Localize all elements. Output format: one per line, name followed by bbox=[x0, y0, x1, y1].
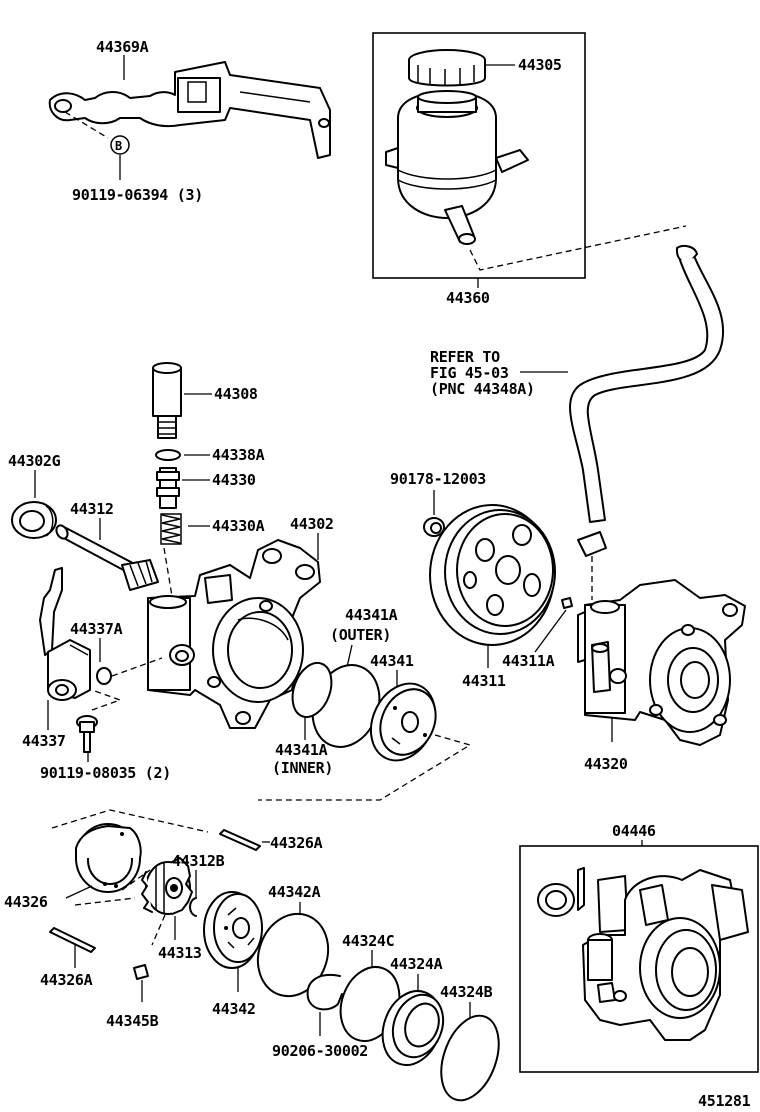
label-44341a-outer: 44341A bbox=[345, 606, 398, 624]
label-44369a: 44369A bbox=[96, 38, 149, 56]
label-44326a-bottom: 44326A bbox=[40, 971, 93, 989]
label-44313: 44313 bbox=[158, 944, 202, 962]
label-44302: 44302 bbox=[290, 515, 334, 533]
side-plate-44341 bbox=[369, 682, 437, 762]
label-refer-to: REFER TO bbox=[430, 348, 500, 366]
label-44337: 44337 bbox=[22, 732, 66, 750]
label-44341a-inner: 44341A bbox=[275, 741, 328, 759]
label-44312b: 44312B bbox=[172, 852, 225, 870]
label-pnc-44348a: (PNC 44348A) bbox=[430, 380, 535, 398]
kit-box-04446 bbox=[519, 845, 759, 1073]
label-44326: 44326 bbox=[4, 893, 48, 911]
nut-90178-12003 bbox=[423, 517, 445, 537]
pin-44326a-top bbox=[219, 829, 261, 851]
label-44337a: 44337A bbox=[70, 620, 123, 638]
label-44326a-top: 44326A bbox=[270, 834, 323, 852]
label-44311: 44311 bbox=[462, 672, 506, 690]
oring-44341a-inner bbox=[291, 661, 333, 719]
oring-44342a bbox=[256, 912, 330, 998]
label-marker-b: B bbox=[115, 139, 122, 153]
pulley-44311 bbox=[429, 504, 556, 646]
cam-ring-44326 bbox=[75, 823, 142, 893]
shaft-44312 bbox=[55, 524, 159, 591]
oring-44324b bbox=[440, 1014, 500, 1102]
spring-44330a bbox=[160, 513, 182, 545]
label-44324c: 44324C bbox=[342, 932, 394, 950]
label-44342a: 44342A bbox=[268, 883, 321, 901]
label-90119-08035: 90119-08035 (2) bbox=[40, 764, 171, 782]
reservoir-cap-44305 bbox=[408, 49, 486, 87]
return-hose bbox=[569, 245, 725, 557]
bracket-44369a bbox=[48, 61, 331, 159]
label-44341: 44341 bbox=[370, 652, 414, 670]
side-plate-44342 bbox=[203, 891, 263, 969]
fitting-44308 bbox=[152, 362, 182, 439]
pump-housing-44302 bbox=[147, 539, 321, 729]
cover-44324a bbox=[381, 990, 445, 1066]
label-44338a: 44338A bbox=[212, 446, 265, 464]
label-44311a: 44311A bbox=[502, 652, 555, 670]
valve-44330 bbox=[156, 467, 180, 509]
label-44305: 44305 bbox=[518, 56, 562, 74]
bolt-90119-08035 bbox=[76, 715, 98, 753]
reservoir-box bbox=[372, 32, 586, 279]
label-44345b: 44345B bbox=[106, 1012, 159, 1030]
label-fig-45-03: FIG 45-03 bbox=[430, 364, 509, 382]
figure-number: 451281 bbox=[698, 1092, 751, 1110]
label-44324a: 44324A bbox=[390, 955, 443, 973]
label-44320: 44320 bbox=[584, 755, 628, 773]
label-outer: (OUTER) bbox=[330, 626, 391, 644]
label-90178-12003: 90178-12003 bbox=[390, 470, 486, 488]
rotor-44313 bbox=[141, 857, 193, 915]
snap-ring-44312b bbox=[189, 897, 197, 917]
label-44302g: 44302G bbox=[8, 452, 61, 470]
label-44308: 44308 bbox=[214, 385, 258, 403]
reservoir-tank-44360 bbox=[385, 90, 529, 245]
label-04446: 04446 bbox=[612, 822, 656, 840]
label-90119-06394: 90119-06394 (3) bbox=[72, 186, 203, 204]
pump-assembly-44320 bbox=[577, 579, 746, 746]
label-44330a: 44330A bbox=[212, 517, 265, 535]
oil-seal-44302g bbox=[11, 501, 57, 539]
label-44312: 44312 bbox=[70, 500, 114, 518]
vane-44345b bbox=[133, 964, 149, 980]
marker-b-circle bbox=[110, 135, 130, 155]
label-44360: 44360 bbox=[446, 289, 490, 307]
key-44311a bbox=[561, 597, 573, 609]
pin-44326a-bottom bbox=[49, 927, 96, 953]
label-inner: (INNER) bbox=[272, 759, 333, 777]
label-44330: 44330 bbox=[212, 471, 256, 489]
oring-44338a bbox=[155, 449, 181, 461]
label-90206-30002: 90206-30002 bbox=[272, 1042, 368, 1060]
seal-kit-04446 bbox=[537, 867, 749, 1041]
bracket-44337 bbox=[39, 567, 91, 701]
snap-ring-90206-30002 bbox=[306, 974, 343, 1011]
label-44342: 44342 bbox=[212, 1000, 256, 1018]
gasket-44337a bbox=[96, 667, 112, 685]
label-44324b: 44324B bbox=[440, 983, 493, 1001]
